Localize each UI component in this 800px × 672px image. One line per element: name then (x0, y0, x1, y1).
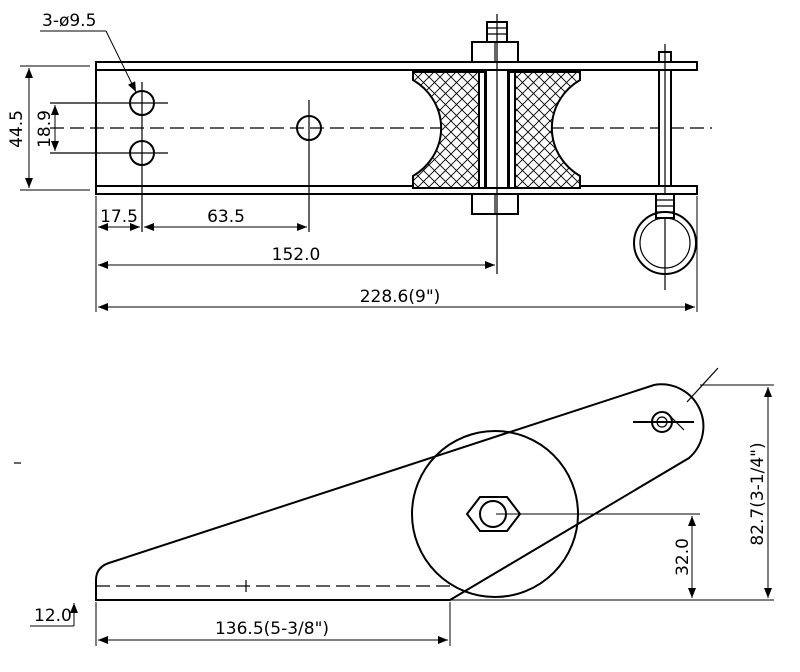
dim-overall-height: 44.5 (7, 65, 90, 191)
dim-overall-length: 228.6(9") (98, 196, 698, 312)
dim-overall-height-label: 44.5 (7, 110, 27, 148)
dim-overall-length-label: 228.6(9") (360, 287, 441, 307)
dim-base-length-label: 136.5(5-3/8") (215, 619, 329, 639)
dim-row-holes: 17.5 63.5 (95, 196, 307, 312)
top-view: 3-ø9.5 44.5 18.9 17.5 63.5 152.0 (7, 11, 712, 312)
dim-axle-height: 32.0 (673, 516, 696, 598)
holes-callout: 3-ø9.5 (40, 11, 137, 93)
dim-edge-to-holes-label: 17.5 (100, 207, 138, 227)
dim-total-height-label: 82.7(3-1/4") (748, 442, 768, 545)
dim-to-roller: 152.0 (98, 245, 495, 269)
side-view: 32.0 82.7(3-1/4") 12.0 136.5(5-3/8") (14, 367, 774, 646)
dim-plate-thickness: 12.0 (30, 603, 78, 627)
dim-to-roller-label: 152.0 (272, 245, 321, 265)
dim-hole-spacing: 18.9 (35, 105, 59, 151)
bracket-profile (95, 383, 705, 601)
dim-axle-height-label: 32.0 (673, 538, 693, 576)
locking-pin (633, 44, 697, 290)
axle-nut (465, 496, 522, 532)
dim-hole-spacing-label: 18.9 (35, 110, 55, 148)
dim-hole-to-hole-label: 63.5 (207, 207, 245, 227)
dim-total-height: 82.7(3-1/4") (748, 387, 772, 598)
mounting-holes (50, 82, 322, 232)
dim-plate-thickness-label: 12.0 (34, 606, 72, 626)
dim-base-length: 136.5(5-3/8") (95, 602, 451, 646)
pin-side (633, 367, 719, 433)
holes-callout-label: 3-ø9.5 (42, 11, 96, 31)
roller-bolt (471, 14, 519, 274)
